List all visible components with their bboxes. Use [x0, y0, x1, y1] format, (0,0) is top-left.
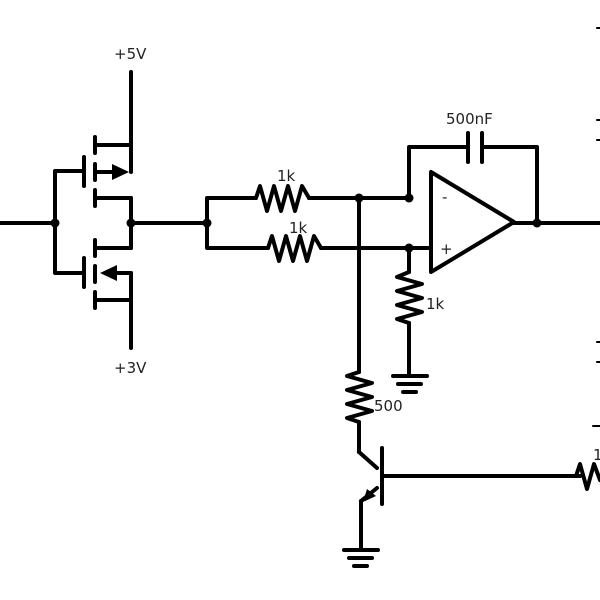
- resistor-base-label: 1: [593, 446, 600, 464]
- npn-transistor: [359, 446, 582, 550]
- capacitor-feedback-label: 500nF: [446, 110, 493, 128]
- supply-top-label: +5V: [114, 45, 147, 63]
- mosfet-top: [82, 135, 133, 208]
- resistor-input-bottom-label: 1k: [289, 219, 308, 237]
- resistor-plus-ground: [395, 246, 424, 376]
- ground-symbol-opamp: [391, 374, 429, 394]
- right-edge-fragments: [592, 27, 600, 427]
- junction-dots: [50, 193, 542, 253]
- mosfet-bottom-arrow-icon: [100, 265, 117, 281]
- supply-bottom-label: +3V: [114, 359, 147, 377]
- resistor-input-top: [254, 184, 411, 213]
- resistor-base: [574, 462, 600, 491]
- switch-output-wire: [129, 196, 258, 225]
- resistor-input-top-label: 1k: [277, 167, 296, 185]
- mosfet-top-arrow-icon: [112, 164, 129, 180]
- opamp-plus-label: +: [440, 240, 453, 258]
- input-wire: [0, 169, 86, 275]
- feedback-capacitor: [407, 131, 539, 225]
- ground-symbol-transistor: [342, 548, 380, 568]
- switch-output-wire-lower: [205, 221, 270, 250]
- npn-emitter-arrow-icon: [363, 489, 376, 502]
- resistor-collector: [345, 370, 379, 470]
- opamp-triangle: [429, 170, 516, 274]
- resistor-collector-label: 500: [374, 397, 403, 415]
- opamp-minus-label: -: [442, 188, 447, 206]
- mosfet-bottom: [82, 238, 133, 310]
- resistor-plus-ground-label: 1k: [426, 295, 445, 313]
